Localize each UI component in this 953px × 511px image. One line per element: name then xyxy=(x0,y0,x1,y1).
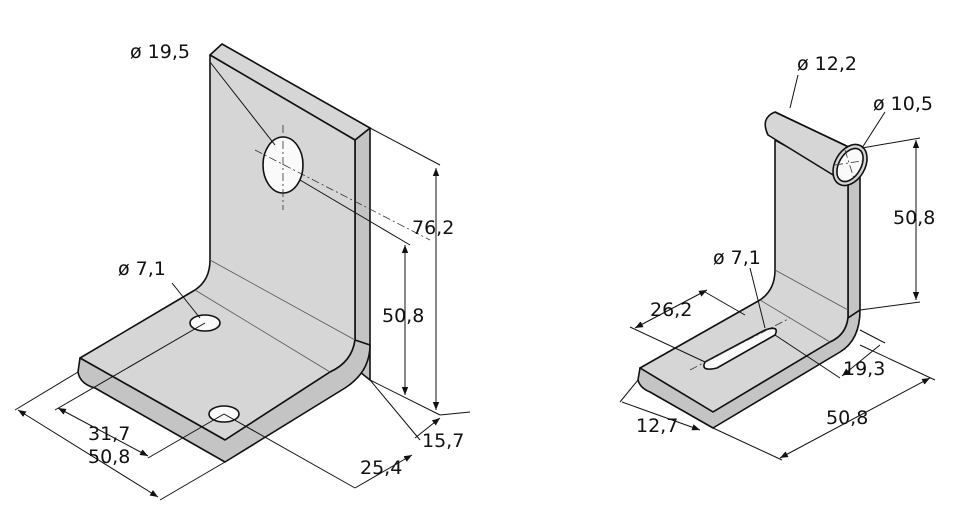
label-height: 50,8 xyxy=(893,207,935,229)
label-width: 50,8 xyxy=(88,446,130,468)
label-slot-length: 26,2 xyxy=(650,299,692,321)
label-hole-bottom-diameter: ø 7,1 xyxy=(118,258,166,280)
label-cylinder-inner-diameter: ø 10,5 xyxy=(873,93,933,115)
base-front-edge xyxy=(77,339,371,463)
vertical-side xyxy=(847,164,861,319)
label-slot-edge: 12,7 xyxy=(636,415,678,437)
left-bracket: ø 19,5 ø 7,1 76,2 50,8 15,7 31,7 50,8 25… xyxy=(14,41,471,501)
label-width: 50,8 xyxy=(826,407,868,429)
cylinder-body xyxy=(764,111,856,179)
label-hole-spacing: 31,7 xyxy=(88,423,130,445)
label-height-total: 76,2 xyxy=(412,217,454,239)
right-bracket: ø 12,2 ø 10,5 50,8 ø 7,1 26,2 19,3 12,7 … xyxy=(619,53,935,461)
cylinder-bore xyxy=(836,147,864,183)
bracket-face xyxy=(639,139,849,413)
label-thickness: 15,7 xyxy=(422,430,464,452)
base-front-edge xyxy=(637,309,861,429)
label-hole-top-diameter: ø 19,5 xyxy=(130,41,190,63)
label-cylinder-outer-diameter: ø 12,2 xyxy=(797,53,857,75)
label-slot-offset: 19,3 xyxy=(843,358,885,380)
label-slot-diameter: ø 7,1 xyxy=(713,247,761,269)
label-depth: 25,4 xyxy=(360,457,402,479)
label-height-hole: 50,8 xyxy=(382,305,424,327)
